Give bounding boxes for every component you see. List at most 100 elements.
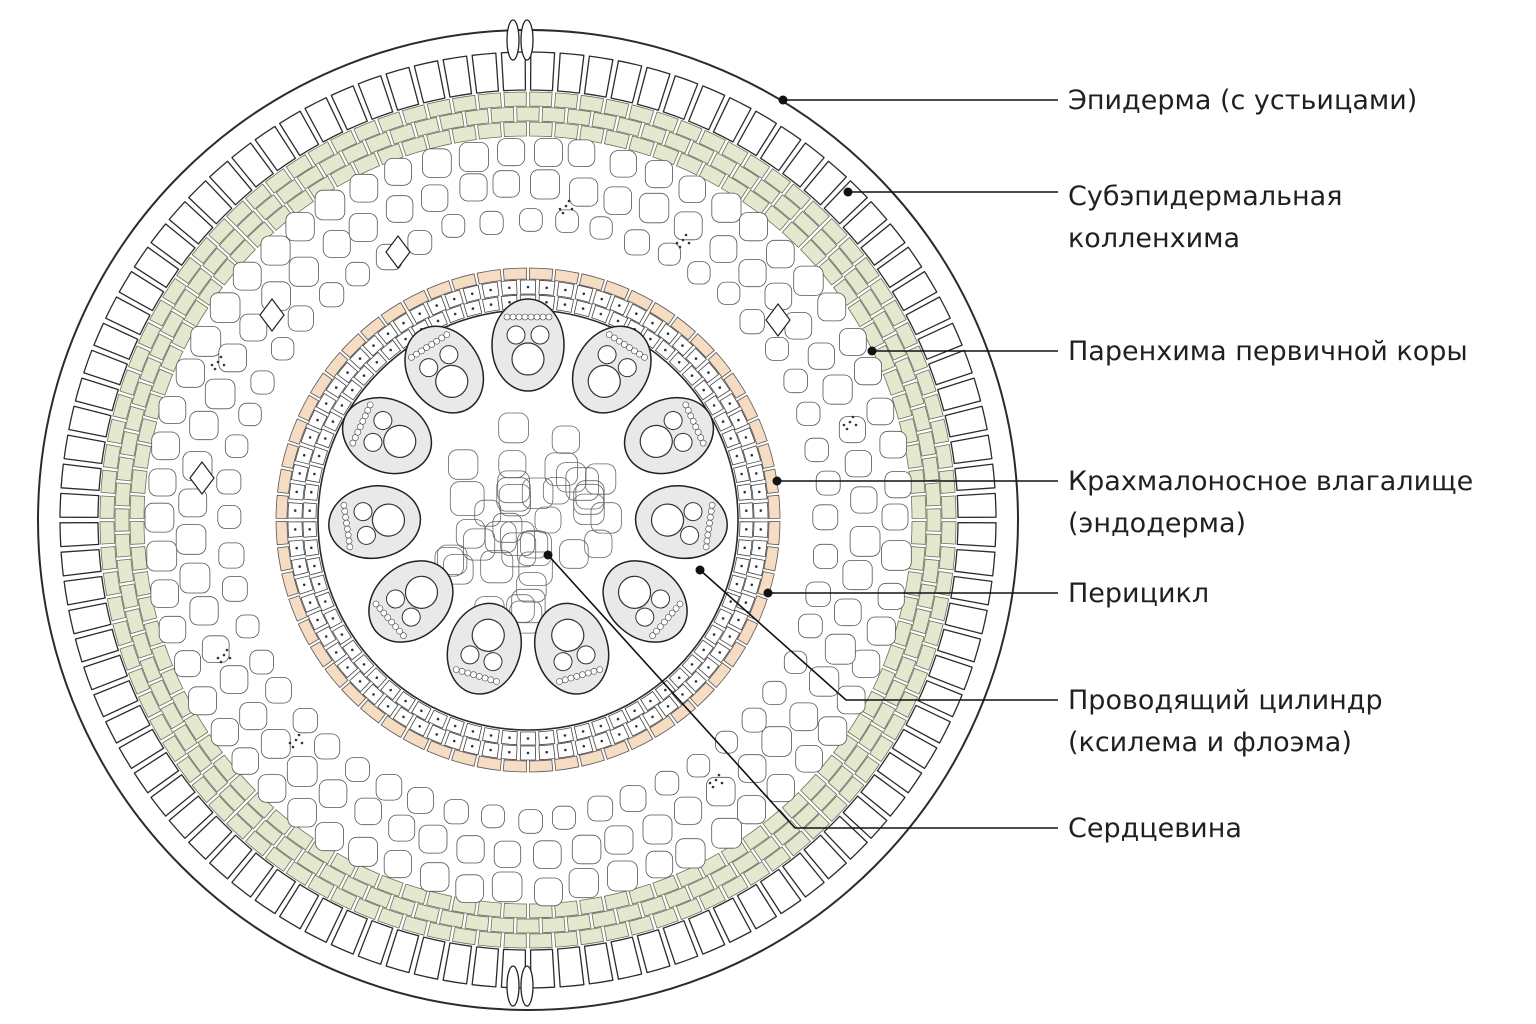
collenchyma-cell (580, 928, 604, 945)
pericycle-nucleus (308, 509, 311, 512)
pericycle-nucleus (635, 725, 638, 728)
pericycle-nucleus (582, 730, 585, 733)
pericycle-nucleus (316, 419, 319, 422)
cortex-cell (287, 757, 317, 787)
cortex-cell (315, 190, 345, 220)
label-epidermis: Эпидерма (с устьицами) (1068, 80, 1417, 122)
cortex-cell (323, 231, 350, 258)
pericycle-nucleus (376, 361, 379, 364)
pericycle-nucleus (745, 509, 748, 512)
pericycle-nucleus (324, 600, 327, 603)
cortex-cell (419, 825, 447, 853)
phloem-cell (516, 314, 522, 320)
cortex-cell (825, 634, 855, 664)
cortex-cell (444, 800, 468, 824)
crystal-sand (226, 649, 229, 652)
pericycle-nucleus (303, 584, 306, 587)
pericycle-nucleus (702, 649, 705, 652)
cortex-cell (389, 815, 415, 841)
pericycle-nucleus (758, 547, 761, 550)
collenchyma-cell (925, 483, 940, 506)
pericycle-nucleus (472, 730, 475, 733)
crystal-sand (843, 424, 846, 427)
cortex-cell (261, 236, 290, 265)
cortex-cell (271, 338, 294, 361)
pericycle-nucleus (376, 676, 379, 679)
cortex-cell (258, 775, 286, 803)
crystal-sand (846, 428, 849, 431)
cortex-cell (839, 417, 865, 443)
pericycle-nucleus (564, 749, 567, 752)
phloem-cell (546, 314, 552, 320)
cortex-cell (742, 708, 766, 732)
pericycle-nucleus (751, 584, 754, 587)
epidermis-cell (955, 550, 995, 576)
cortex-cell (385, 158, 412, 185)
pericycle-nucleus (404, 700, 407, 703)
pericycle-nucleus (582, 307, 585, 310)
cortex-cell (152, 432, 180, 460)
crystal-sand (301, 742, 304, 745)
pericycle-nucleus (618, 304, 621, 307)
vascular-bundle (492, 299, 564, 391)
pericycle-nucleus (737, 619, 740, 622)
pericycle-nucleus (751, 454, 754, 457)
cortex-cell (159, 616, 186, 643)
collenchyma-cell (115, 534, 130, 557)
collenchyma-cell (911, 496, 926, 519)
cortex-cell (205, 379, 235, 409)
crystal-sand (568, 200, 571, 203)
cortex-cell (674, 212, 702, 240)
pericycle-nucleus (713, 633, 716, 636)
collenchyma-cell (530, 933, 552, 948)
collenchyma-cell (580, 95, 604, 112)
cortex-cell (210, 293, 240, 323)
crystal-sand (712, 786, 715, 789)
pericycle-nucleus (729, 600, 732, 603)
leader-dot-endodermis (773, 477, 782, 486)
cortex-cell (813, 544, 837, 568)
cortex-cell (718, 282, 740, 304)
crystal-sand (721, 782, 724, 785)
pericycle-nucleus (294, 528, 297, 531)
pericycle-nucleus (332, 420, 335, 423)
crystal-sand (229, 657, 232, 660)
cortex-cell (806, 582, 831, 607)
cortex-cell (420, 863, 449, 892)
phloem-cell (540, 314, 546, 320)
cortex-cell (740, 309, 764, 333)
collenchyma-cell (131, 547, 147, 571)
crystal-sand (565, 205, 568, 208)
pericycle-nucleus (545, 751, 548, 754)
cortex-cell (225, 435, 248, 458)
crystal-sand (292, 746, 295, 749)
cortex-cell (738, 755, 766, 783)
cortex-cell (520, 209, 543, 232)
cortex-cell (233, 262, 261, 290)
cortex-cell (816, 471, 840, 495)
pericycle-nucleus (702, 389, 705, 392)
cortex-cell (219, 344, 247, 372)
cortex-cell (289, 257, 318, 286)
label-collenchyma: Субэпидермальная колленхима (1068, 176, 1342, 260)
cortex-cell (288, 306, 313, 331)
endodermis-cell (503, 760, 526, 772)
pericycle-nucleus (341, 404, 344, 407)
cortex-cell (219, 543, 244, 568)
collenchyma-cell (478, 931, 501, 947)
cortex-cell (556, 210, 579, 233)
endodermis-cell (768, 521, 780, 544)
cortex-cell (674, 797, 701, 824)
epidermis-cell (61, 550, 101, 576)
cortex-cell (286, 213, 314, 241)
cortex-cell (766, 337, 789, 360)
cortex-cell (845, 451, 871, 477)
leader-dot-pith (544, 551, 553, 560)
cortex-cell (482, 805, 505, 828)
cortex-cell (480, 211, 503, 234)
pericycle-nucleus (310, 491, 313, 494)
epidermis-cell (955, 464, 995, 490)
pericycle-nucleus (545, 736, 548, 739)
cortex-cell (319, 780, 347, 808)
collenchyma-cell (925, 534, 940, 557)
